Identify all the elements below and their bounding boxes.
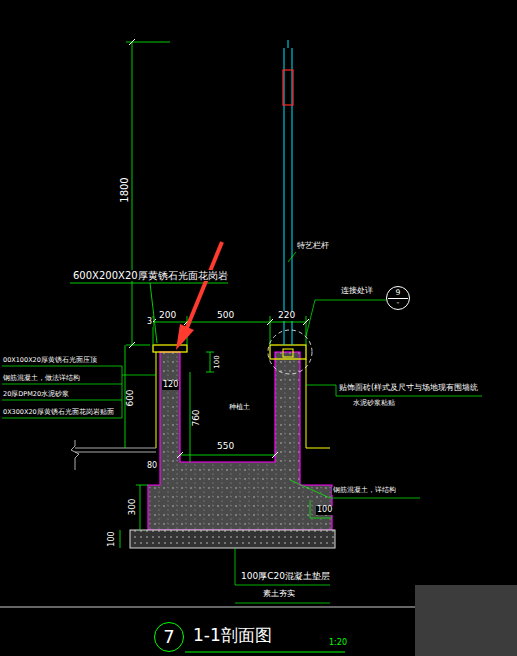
annotation-label: 120: [162, 381, 179, 390]
dimension-text: 100: [214, 354, 222, 369]
annotation-label: 水泥砂浆粘贴: [352, 400, 396, 407]
annotation-label: 80: [146, 462, 158, 471]
annotation-label: 500: [216, 311, 235, 321]
callout-circle: 9-: [386, 286, 410, 310]
annotation-label: 200: [158, 311, 177, 321]
annotation-label: 220: [277, 311, 296, 321]
dimension-text: 1800: [119, 176, 130, 203]
callout-number: 9: [395, 289, 402, 297]
dimension-text: 600: [126, 388, 136, 407]
annotation-label: 钢筋混凝土，做法详结构: [2, 375, 81, 382]
callout-circle: 7: [154, 622, 184, 652]
callout-number: 7: [162, 627, 175, 647]
annotation-label: 贴饰面砖(样式及尺寸与场地现有围墙统: [338, 384, 479, 393]
annotation-label: 1:20: [328, 639, 348, 648]
annotation-label: 钢筋混凝土，详结构: [332, 487, 397, 495]
dimension-text: 760: [192, 408, 202, 427]
dimension-text: 300: [128, 497, 138, 516]
dimension-text: 100: [108, 530, 117, 547]
annotation-label: 种植土: [228, 404, 251, 412]
annotation-label: 550: [216, 442, 235, 452]
annotation-label: 600X200X20厚黄锈石光面花岗岩: [72, 270, 229, 281]
annotation-label: 3: [146, 318, 153, 327]
annotation-label: 素土夯实: [262, 590, 296, 599]
annotation-label: 100厚C20混凝土垫层: [240, 572, 331, 582]
annotation-label: 00X100X20厚黄锈石光面压顶: [2, 357, 98, 364]
annotation-label: 0X300X20厚黄锈石光面花岗岩贴面: [2, 409, 115, 416]
drawing-title: 1-1剖面图: [192, 626, 273, 645]
callout-number: -: [396, 299, 401, 307]
annotation-label: 100: [316, 506, 333, 515]
annotation-label: 连接处详: [340, 287, 374, 296]
annotation-label: 20厚DPM20水泥砂浆: [2, 391, 70, 398]
annotation-label: 特艺栏杆: [296, 242, 330, 251]
